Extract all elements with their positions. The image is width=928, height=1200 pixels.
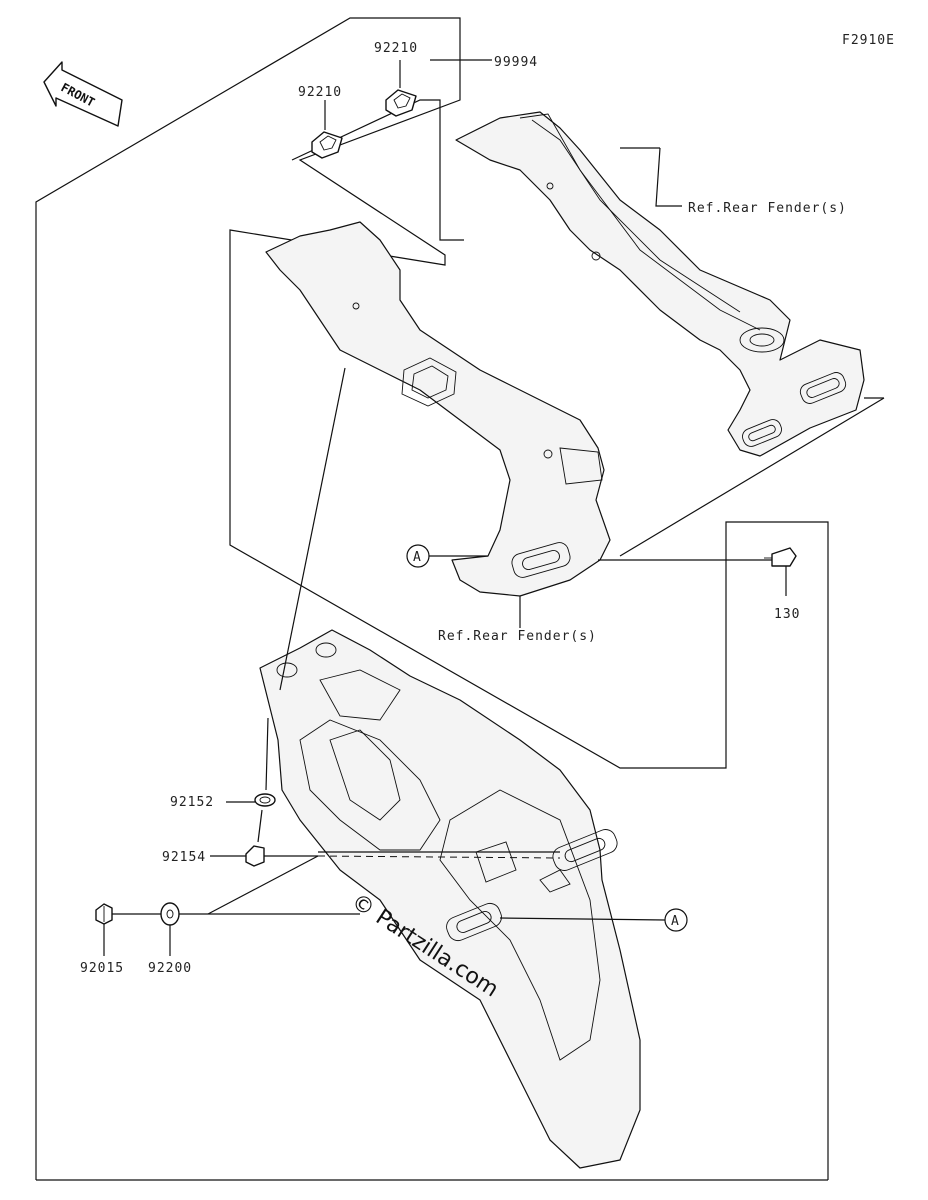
clip-92210-left — [311, 100, 343, 159]
leader-upper-ref-2 — [655, 147, 682, 207]
callout-92200: 92200 — [148, 961, 192, 976]
callout-92210-left: 92210 — [298, 85, 342, 100]
bolt-130 — [598, 547, 797, 596]
rear-fender-bracket-upper — [455, 111, 865, 457]
ref-rear-fender-upper: Ref.Rear Fender(s) — [688, 201, 847, 216]
assembly-frame — [35, 17, 829, 1181]
callout-92015: 92015 — [80, 961, 124, 976]
nut-92015 — [95, 903, 162, 956]
ref-rear-fender-lower: Ref.Rear Fender(s) — [438, 629, 597, 644]
svg-text:A: A — [413, 550, 422, 565]
callout-99994: 99994 — [494, 55, 538, 70]
clip-92210-right — [385, 60, 417, 117]
callout-92154: 92154 — [162, 850, 206, 865]
rear-fender-bracket-lower — [265, 221, 611, 597]
washer-92200 — [160, 855, 360, 956]
rear-fender — [259, 629, 641, 1169]
marker-a-lower: A — [499, 908, 688, 932]
callout-92152: 92152 — [170, 795, 214, 810]
svg-text:A: A — [671, 914, 680, 929]
figure-id: F2910E — [842, 33, 895, 48]
screw-92154 — [210, 809, 318, 867]
callout-92210-right: 92210 — [374, 41, 418, 56]
grommet-leader — [279, 367, 346, 691]
bracket-projection-line — [619, 397, 885, 557]
hidden-line — [317, 855, 561, 859]
front-arrow-icon: FRONT — [43, 61, 123, 127]
marker-a-upper: A — [406, 544, 488, 568]
grommet-92152 — [226, 717, 276, 807]
kit-bracket — [291, 59, 492, 241]
callout-130: 130 — [774, 607, 800, 622]
